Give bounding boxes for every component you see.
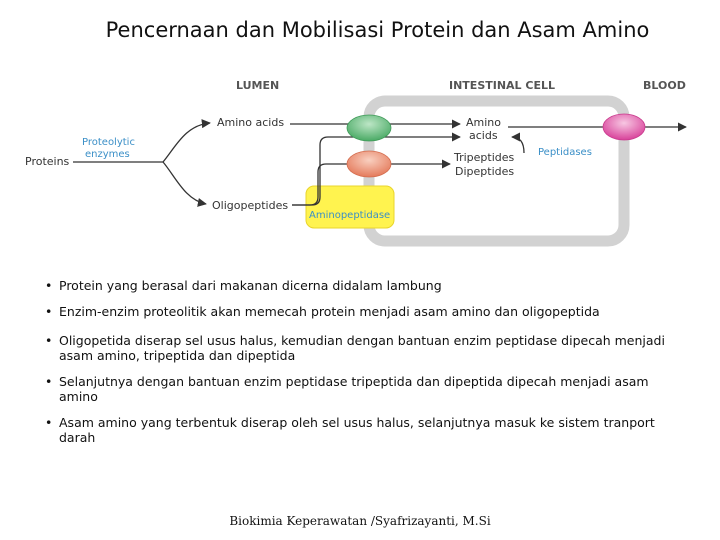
protein-digestion-diagram: LUMEN INTESTINAL CELL BLOOD Aminopeptida… (25, 79, 687, 247)
amino-acids-lumen-label: Amino acids (217, 116, 284, 129)
amino-acid-transporter (346, 114, 392, 142)
oligopeptides-lumen-label: Oligopeptides (212, 199, 288, 212)
page-title: Pencernaan dan Mobilisasi Protein dan As… (105, 18, 650, 42)
amino-cell-label: Amino (466, 116, 501, 129)
proteolytic-enzymes-line2: enzymes (85, 149, 130, 160)
proteolytic-enzymes-line1: Proteolytic (82, 137, 135, 148)
blood-header: BLOOD (643, 79, 686, 92)
dipeptides-label: Dipeptides (455, 165, 514, 178)
proteins-label: Proteins (25, 155, 70, 168)
aminopeptidase-label: Aminopeptidase (309, 210, 390, 221)
tripeptides-label: Tripeptides (453, 151, 515, 164)
peptide-transport-arrow (292, 159, 451, 206)
aminopeptidase-product-arrow (292, 132, 461, 206)
bullet-item: Asam amino yang terbentuk diserap oleh s… (45, 415, 685, 445)
arrow-to-amino-acids (162, 119, 211, 163)
arrow-to-oligopeptides (162, 161, 207, 207)
bullet-item: Oligopetida diserap sel usus halus, kemu… (45, 333, 685, 363)
basolateral-transporter (602, 113, 646, 141)
bullet-item: Protein yang berasal dari makanan dicern… (45, 278, 685, 293)
peptidases-label: Peptidases (538, 147, 592, 158)
bullet-item: Enzim-enzim proteolitik akan memecah pro… (45, 304, 685, 319)
bullet-item: Selanjutnya dengan bantuan enzim peptida… (45, 374, 685, 404)
aminopeptidase-box (305, 185, 395, 229)
peptidase-conversion-arrow (511, 132, 525, 154)
acids-cell-label: acids (469, 129, 498, 142)
lumen-header: LUMEN (236, 79, 279, 92)
bullet-list: Protein yang berasal dari makanan dicern… (45, 278, 685, 456)
intestinal-cell-header: INTESTINAL CELL (449, 79, 555, 92)
peptide-transporter (346, 150, 392, 178)
footer-credit: Biokimia Keperawatan /Syafrizayanti, M.S… (229, 514, 491, 528)
